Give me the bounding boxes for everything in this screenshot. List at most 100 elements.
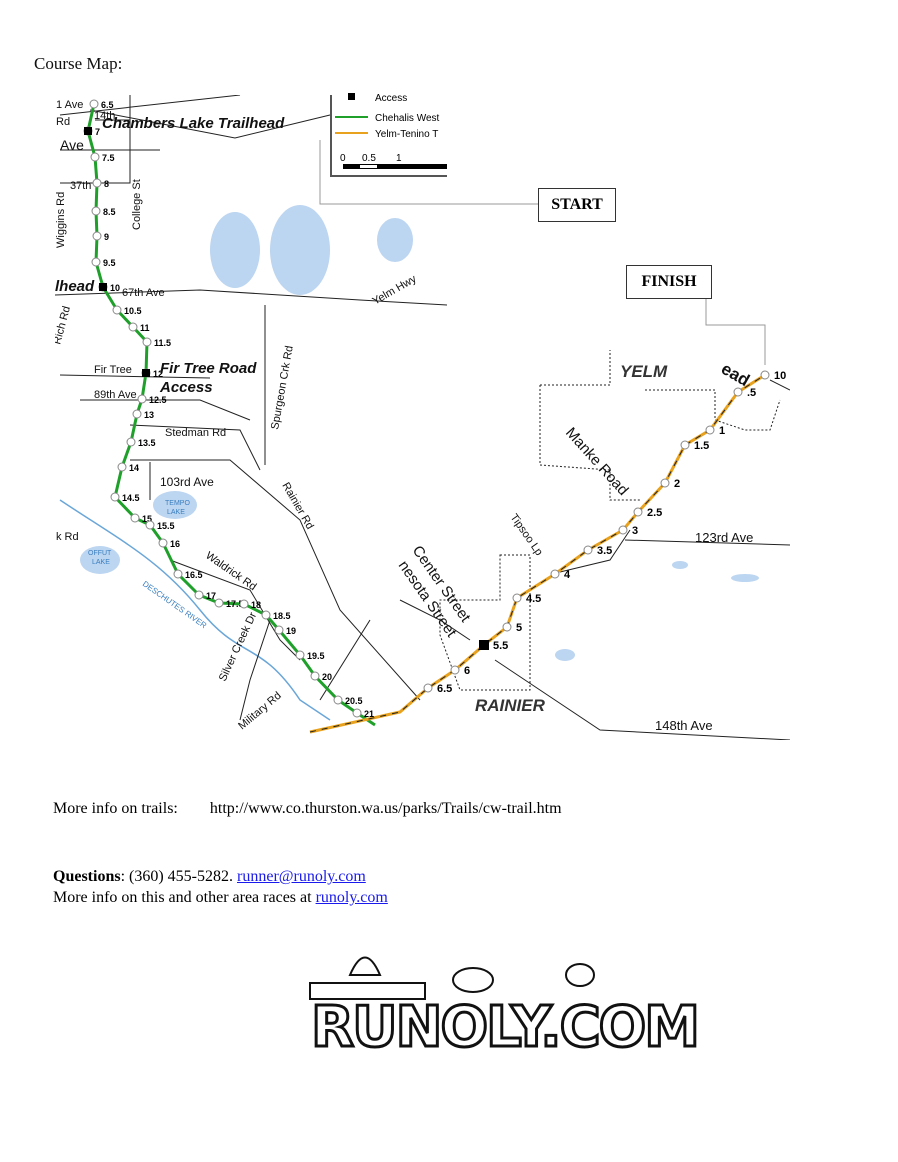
mile-marker	[145, 520, 155, 530]
mile-label: 6.5	[437, 683, 452, 695]
city-limits	[439, 350, 781, 691]
questions: Questions: (360) 455-5282. runner@runoly…	[53, 866, 388, 908]
mile-label: 19	[286, 626, 296, 636]
mile-marker	[633, 507, 643, 517]
mile-marker	[760, 370, 770, 380]
mile-marker	[92, 178, 102, 188]
mile-label: 4	[564, 569, 571, 581]
mile-marker	[295, 650, 305, 660]
mile-label: 18.5	[273, 611, 291, 621]
lake-label: LAKE	[167, 509, 185, 516]
mile-marker	[733, 387, 743, 397]
mile-marker	[450, 665, 460, 675]
mile-label: 2	[674, 478, 680, 490]
trail-info: More info on trails: http://www.co.thurs…	[53, 800, 562, 818]
mile-marker	[680, 440, 690, 450]
mile-label: 16	[170, 539, 180, 549]
roads	[55, 95, 790, 740]
mile-marker	[89, 99, 99, 109]
mile-label: 10	[110, 283, 120, 293]
mile-marker	[137, 394, 147, 404]
mile-label: 12.5	[149, 395, 167, 405]
legend-chehalis: Chehalis West	[375, 113, 440, 124]
mile-label: 10	[774, 370, 786, 382]
scale-tick: 0.5	[362, 153, 376, 164]
mile-marker	[214, 598, 224, 608]
mile-marker	[310, 671, 320, 681]
mile-marker	[660, 478, 670, 488]
mile-marker	[90, 152, 100, 162]
email-link[interactable]: runner@runoly.com	[237, 868, 366, 885]
mile-label: 3	[632, 525, 638, 537]
mile-marker	[583, 545, 593, 555]
scale-tick: 1	[396, 153, 402, 164]
mile-marker	[333, 695, 343, 705]
beaver-icon	[452, 967, 494, 993]
road-label: k Rd	[56, 531, 79, 543]
mile-marker	[110, 492, 120, 502]
mile-marker	[158, 538, 168, 548]
mile-marker	[502, 622, 512, 632]
map-legend: Access Chehalis West Yelm-Tenino T 0 0.5…	[330, 93, 447, 177]
road-label: Rich Rd	[51, 305, 73, 346]
mile-label: 12	[153, 369, 163, 379]
mile-label: 17.5	[226, 599, 244, 609]
finish-callout: FINISH	[626, 265, 712, 299]
mile-marker	[142, 337, 152, 347]
road-label: 37th	[70, 180, 91, 192]
mile-marker	[261, 610, 271, 620]
mile-label: 10.5	[124, 306, 142, 316]
mile-label: 14.5	[122, 493, 140, 503]
mile-label: 1	[719, 425, 725, 437]
mile-label: 11	[140, 323, 150, 333]
road-label: Waldrick Rd	[203, 550, 258, 594]
road-label: Manke Road	[562, 424, 632, 499]
mile-label: 7.5	[102, 153, 115, 163]
mile-label: .5	[747, 387, 756, 399]
mile-label: 6	[464, 665, 470, 677]
road-label: Spurgeon Crk Rd	[269, 345, 296, 431]
start-callout: START	[538, 188, 616, 222]
road-label: 103rd Ave	[160, 475, 214, 489]
mile-label: 5	[516, 622, 522, 634]
road-label: Fir Tree	[94, 364, 132, 376]
lake-label: TEMPO	[165, 500, 190, 507]
access-points	[84, 127, 489, 650]
mile-label: 15	[142, 514, 152, 524]
mile-marker	[126, 437, 136, 447]
questions-label: Questions	[53, 868, 121, 885]
trailhead-label: lhead	[55, 278, 95, 295]
mile-label: 9	[104, 232, 109, 242]
road-label: 123rd Ave	[695, 530, 753, 545]
road-label: 67th Ave	[122, 287, 165, 299]
mile-label: 18	[251, 600, 261, 610]
more-info-text: More info on this and other area races a…	[53, 889, 316, 906]
fir-tree-label: Fir Tree Road	[160, 360, 257, 377]
mile-label: 21	[364, 709, 374, 719]
mile-label: 20.5	[345, 696, 363, 706]
access-square-icon	[348, 93, 355, 100]
road-label: Military Rd	[236, 690, 284, 733]
course-map: 6.577.588.599.51010.51111.51212.51313.51…	[51, 93, 790, 740]
mile-marker	[352, 708, 362, 718]
mile-marker	[112, 305, 122, 315]
road-label: Rd	[56, 116, 70, 128]
mile-marker	[274, 625, 284, 635]
yelm-label: YELM	[620, 362, 668, 381]
ladybug-icon	[565, 963, 595, 987]
mile-marker	[130, 513, 140, 523]
runoly-logo: RUNOLY.COM	[305, 935, 702, 1075]
mile-label: 17	[206, 591, 216, 601]
mile-marker	[173, 569, 183, 579]
mile-marker	[117, 462, 127, 472]
mile-marker	[194, 590, 204, 600]
access-label: Access	[159, 379, 213, 396]
scale-tick: 0	[340, 153, 346, 164]
trail-info-url: http://www.co.thurston.wa.us/parks/Trail…	[209, 800, 562, 817]
legend-yelm: Yelm-Tenino T	[375, 129, 438, 140]
mile-label: 19.5	[307, 651, 325, 661]
chambers-lake-label: Chambers Lake Trailhead	[102, 115, 285, 132]
site-link[interactable]: runoly.com	[315, 889, 388, 906]
mile-marker	[91, 257, 101, 267]
